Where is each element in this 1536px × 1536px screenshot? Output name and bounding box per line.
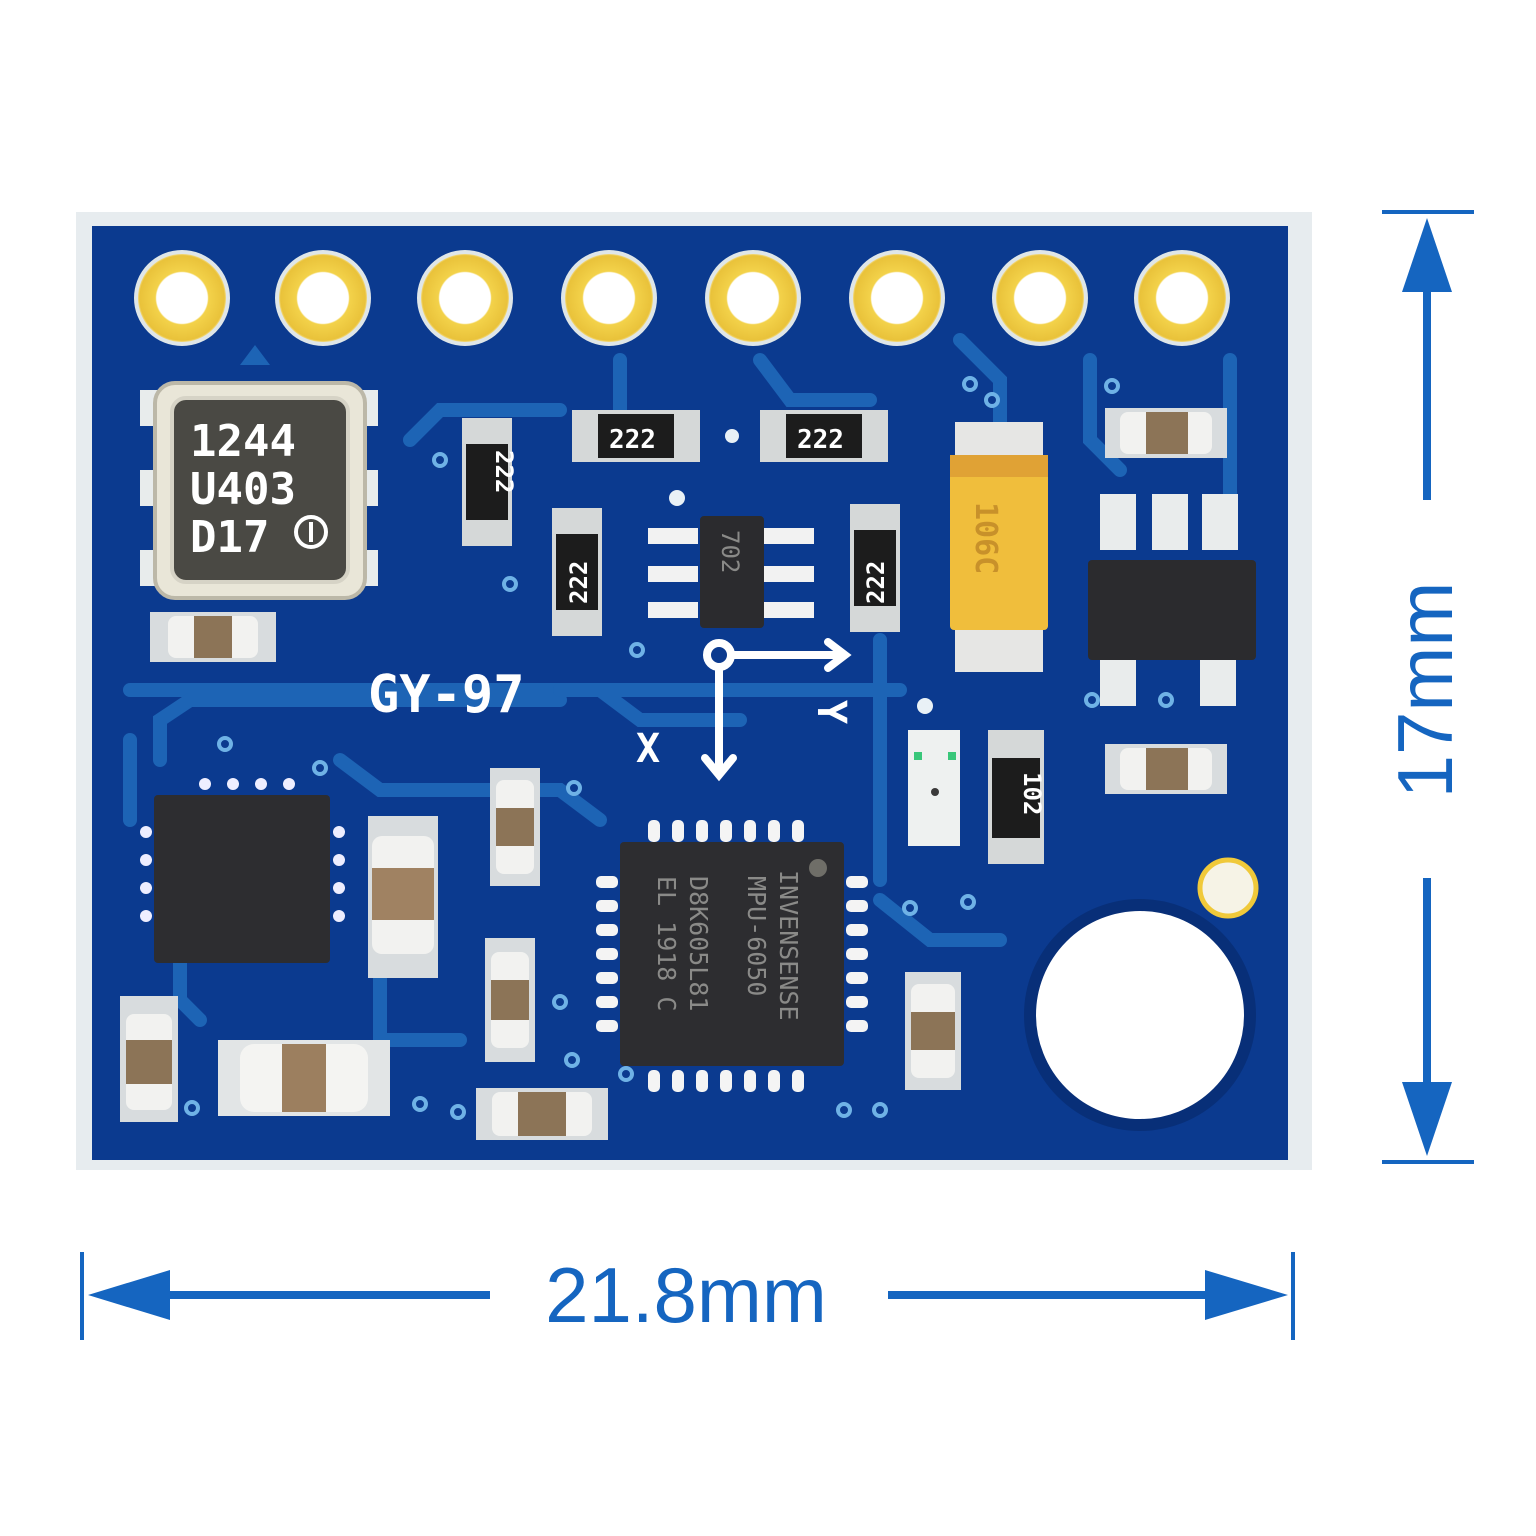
capacitor [150, 612, 276, 662]
capacitor [218, 1040, 390, 1116]
arrow-left-icon [88, 1270, 170, 1320]
capacitor [120, 996, 178, 1122]
via [917, 698, 933, 714]
pin-dot [669, 490, 685, 506]
capacitor [1105, 744, 1227, 794]
pressure-sensor-chip: 1244 U403 D17 [140, 381, 378, 600]
svg-text:102: 102 [1018, 772, 1046, 815]
height-label: 17mm [1381, 582, 1469, 799]
capacitor [905, 972, 961, 1090]
arrow-up-icon [1402, 218, 1452, 292]
vias [184, 376, 1174, 1120]
svg-text:222: 222 [862, 561, 890, 604]
svg-text:702: 702 [716, 530, 744, 573]
axis-y-label: Y [808, 700, 854, 724]
resistor-222-e: 222 [850, 504, 900, 632]
capacitor [476, 1088, 608, 1140]
width-dimension [80, 1252, 1295, 1340]
capacitor [1105, 408, 1227, 458]
capacitor [368, 816, 438, 978]
resistor-222-a: 222 [572, 410, 700, 462]
sot23-regulator: 702 [648, 516, 814, 628]
imu-marking-line4: EL 1918 C [652, 876, 681, 1011]
header-pin-5 [705, 250, 801, 346]
sensor-marking-line1: 1244 [190, 416, 296, 467]
imu-chip: INVENSENSE MPU-6050 D8K605L81 EL 1918 C [596, 820, 868, 1092]
header-pin-2 [275, 250, 371, 346]
arrow-down-icon [1402, 1082, 1452, 1156]
imu-marking-line2: MPU-6050 [742, 876, 771, 996]
sensor-marking-line2: U403 [190, 464, 296, 515]
imu-marking-line1: INVENSENSE [774, 870, 803, 1021]
svg-text:106C: 106C [968, 502, 1003, 574]
capacitor [485, 938, 535, 1062]
svg-text:222: 222 [565, 561, 593, 604]
imu-marking-line3: D8K605L81 [684, 876, 713, 1011]
axis-x-label: X [636, 726, 660, 772]
header-pin-8 [1134, 250, 1230, 346]
axis-indicator-icon [701, 638, 852, 782]
height-dimension [1382, 210, 1474, 1164]
magnetometer-chip [140, 778, 345, 963]
resistor-222-b: 222 [760, 410, 888, 462]
resistor-222-c: 222 [462, 418, 518, 546]
pin1-marker-icon [240, 345, 270, 365]
status-led [908, 730, 960, 846]
svg-text:222: 222 [609, 425, 656, 455]
svg-text:222: 222 [490, 450, 518, 493]
header-pin-4 [561, 250, 657, 346]
via [725, 429, 739, 443]
header-pin-7 [992, 250, 1088, 346]
arrow-right-icon [1205, 1270, 1288, 1320]
board-model-label: GY-97 [368, 665, 525, 725]
mounting-hole [1024, 899, 1256, 1131]
sot23-ldo [1088, 494, 1256, 706]
resistor-222-d: 222 [552, 508, 602, 636]
test-pad [1197, 857, 1259, 919]
header-pin-3 [417, 250, 513, 346]
tantalum-capacitor: 106C [950, 422, 1048, 672]
width-label: 21.8mm [545, 1251, 827, 1339]
header-pin-1 [134, 250, 230, 346]
capacitor [490, 768, 540, 886]
header-pin-6 [849, 250, 945, 346]
header-pins [134, 250, 1230, 346]
sensor-marking-line3: D17 [190, 512, 269, 563]
resistor-102: 102 [988, 730, 1046, 864]
svg-text:222: 222 [797, 425, 844, 455]
